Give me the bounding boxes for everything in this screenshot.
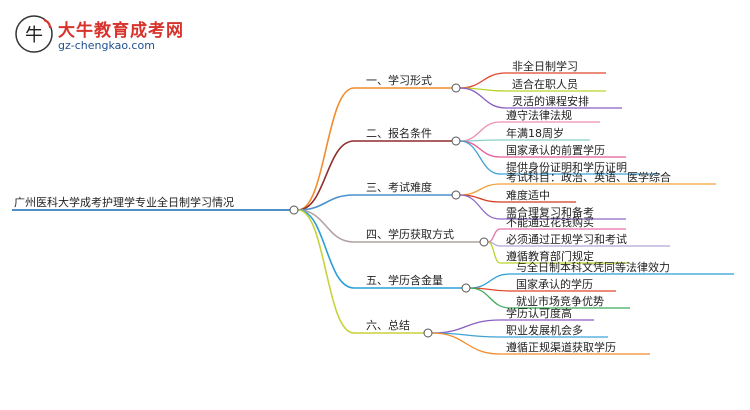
branch-dot-0 xyxy=(451,83,461,93)
branch-link-5 xyxy=(297,209,355,334)
svg-text:牛: 牛 xyxy=(25,25,43,46)
mind-map-nodes: 广州医科大学成考护理学专业全日制学习情况 一、学习形式 非全日制学习适合在职人员灵活… xyxy=(14,59,671,354)
branch-dot-3 xyxy=(479,237,489,247)
leaf-link-0-2 xyxy=(459,87,507,109)
leaf-label-2-1: 难度适中 xyxy=(506,188,550,202)
leaf-label-5-1: 职业发展机会多 xyxy=(506,323,583,337)
branch-dot-2 xyxy=(451,190,461,200)
mind-map-links xyxy=(12,72,734,355)
leaf-label-3-0: 不能通过花钱购买 xyxy=(506,215,594,229)
leaf-link-3-2 xyxy=(487,241,501,264)
leaf-label-4-2: 就业市场竞争优势 xyxy=(516,294,604,308)
leaf-link-4-2 xyxy=(469,287,511,309)
leaf-label-5-2: 遵循正规渠道获取学历 xyxy=(506,340,616,354)
branch-link-0 xyxy=(297,87,355,211)
leaf-link-1-2 xyxy=(459,140,501,158)
root-node-dot xyxy=(289,205,299,215)
leaf-label-2-2: 需合理复习和备考 xyxy=(506,205,594,219)
leaf-link-4-0 xyxy=(469,273,511,289)
leaf-label-4-0: 与全日制本科文凭同等法律效力 xyxy=(516,260,670,274)
leaf-link-1-3 xyxy=(459,140,501,175)
leaf-label-5-0: 学历认可度高 xyxy=(506,306,572,320)
leaf-link-1-0 xyxy=(459,121,501,142)
branch-dot-4 xyxy=(461,283,471,293)
leaf-label-4-1: 国家承认的学历 xyxy=(516,277,593,291)
logo-seal-icon: 牛 xyxy=(15,15,53,53)
branch-label-2: 三、考试难度 xyxy=(366,180,432,194)
root-node-label: 广州医科大学成考护理学专业全日制学习情况 xyxy=(14,195,234,209)
branch-label-3: 四、学历获取方式 xyxy=(366,227,454,241)
leaf-link-5-2 xyxy=(431,332,501,355)
leaf-label-1-3: 提供身份证明和学历证明 xyxy=(506,160,627,174)
branch-link-2 xyxy=(297,194,355,211)
branch-dot-5 xyxy=(423,328,433,338)
leaf-label-0-2: 灵活的课程安排 xyxy=(512,94,589,108)
leaf-label-1-0: 遵守法律法规 xyxy=(506,108,572,122)
leaf-label-3-2: 遵循教育部门规定 xyxy=(506,249,594,263)
branch-label-4: 五、学历含金量 xyxy=(366,273,443,287)
branch-label-0: 一、学习形式 xyxy=(366,73,432,87)
branch-link-1 xyxy=(297,140,355,211)
branch-label-5: 六、总结 xyxy=(366,318,410,332)
leaf-link-2-2 xyxy=(459,194,501,220)
branch-label-1: 二、报名条件 xyxy=(366,126,432,140)
leaf-link-2-0 xyxy=(459,183,501,196)
leaf-label-0-0: 非全日制学习 xyxy=(512,59,578,73)
branch-dot-1 xyxy=(451,136,461,146)
leaf-label-0-1: 适合在职人员 xyxy=(512,77,578,91)
leaf-label-1-1: 年满18周岁 xyxy=(506,126,564,140)
leaf-label-3-1: 必须通过正规学习和考试 xyxy=(506,232,627,246)
leaf-link-0-0 xyxy=(459,72,507,89)
leaf-link-3-0 xyxy=(487,228,501,243)
logo-url: gz-chengkao.com xyxy=(58,39,155,52)
leaf-link-5-0 xyxy=(431,319,501,334)
branch-link-3 xyxy=(297,209,355,243)
site-logo: 牛 大牛教育成考网 gz-chengkao.com xyxy=(14,14,204,58)
logo-title: 大牛教育成考网 xyxy=(58,21,184,41)
leaf-label-1-2: 国家承认的前置学历 xyxy=(506,143,605,157)
leaf-label-2-0: 考试科目：政治、英语、医学综合 xyxy=(506,170,671,184)
branch-link-4 xyxy=(297,209,355,289)
